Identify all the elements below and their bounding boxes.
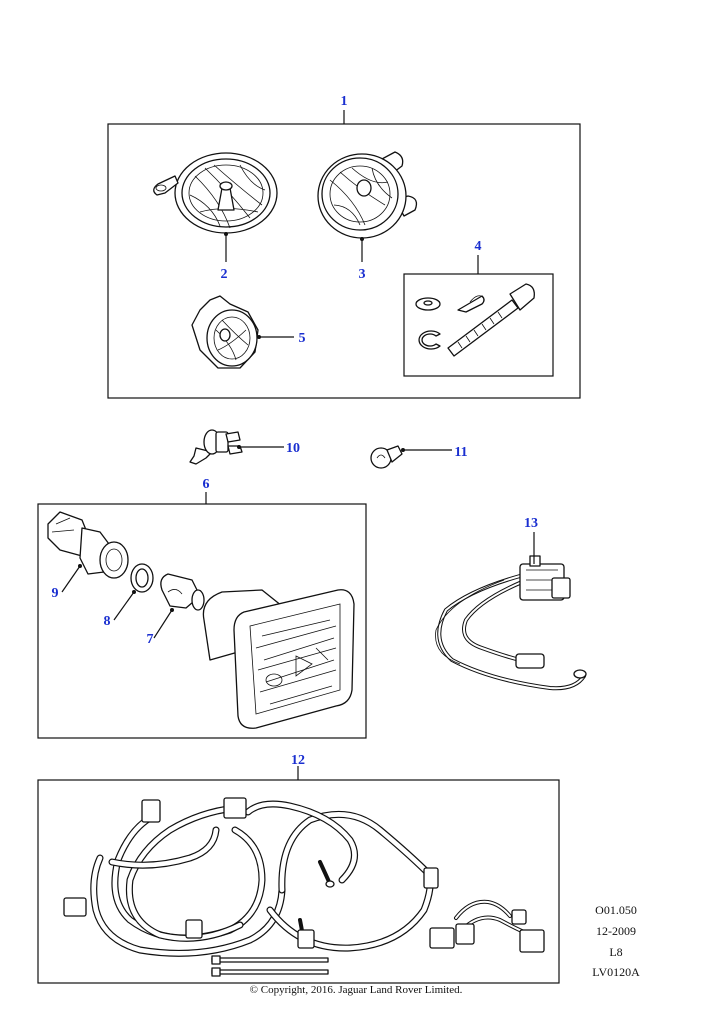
part-6-side-lamp[interactable] xyxy=(202,589,355,729)
callout-12[interactable]: 12 xyxy=(291,753,305,768)
part-8-seal-ring[interactable] xyxy=(130,563,154,593)
callout-4[interactable]: 4 xyxy=(475,239,482,254)
callout-8[interactable]: 8 xyxy=(104,614,111,629)
callout-10[interactable]: 10 xyxy=(286,441,300,456)
part-9-bulb-holder[interactable] xyxy=(47,511,129,579)
part-5-lamp-housing[interactable] xyxy=(191,295,259,369)
callout-3[interactable]: 3 xyxy=(359,267,366,282)
callout-6[interactable]: 6 xyxy=(203,477,210,492)
part-7-bulb[interactable] xyxy=(160,573,205,611)
reference-drawing: LV0120A xyxy=(592,965,640,979)
reference-date: 12-2009 xyxy=(596,924,636,938)
part-13-harness[interactable] xyxy=(435,555,587,691)
part-2-lamp-reflector[interactable] xyxy=(153,152,278,234)
callout-11[interactable]: 11 xyxy=(454,445,467,460)
copyright-notice: © Copyright, 2016. Jaguar Land Rover Lim… xyxy=(250,984,463,996)
callout-13[interactable]: 13 xyxy=(524,516,538,531)
part-10-bulb[interactable] xyxy=(189,429,243,465)
callout-9[interactable]: 9 xyxy=(52,586,59,601)
callout-5[interactable]: 5 xyxy=(299,331,306,346)
part-12-wiring-harness[interactable] xyxy=(63,797,545,977)
part-4-fixing-kit[interactable] xyxy=(415,283,535,357)
part-3-lamp-assembly[interactable] xyxy=(317,151,418,239)
callout-1[interactable]: 1 xyxy=(341,94,348,109)
callout-2[interactable]: 2 xyxy=(221,267,228,282)
reference-code: O01.050 xyxy=(595,903,637,917)
callout-7[interactable]: 7 xyxy=(147,632,154,647)
group-6-frame xyxy=(37,503,367,739)
part-11-bulb[interactable] xyxy=(370,445,403,469)
reference-level: L8 xyxy=(609,945,622,959)
